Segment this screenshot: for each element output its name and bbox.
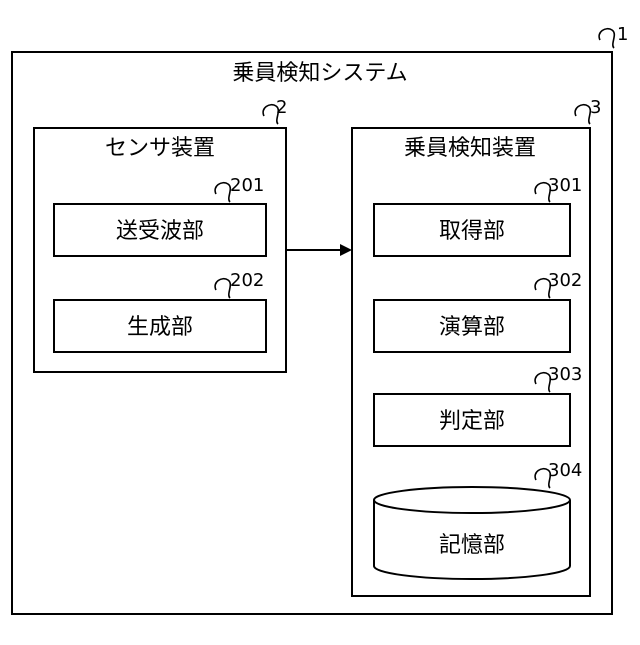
storage-unit-ref: 304	[548, 460, 582, 481]
acquisition-unit-ref: 301	[548, 175, 582, 196]
computation-unit-label: 演算部	[439, 315, 505, 340]
detection-device-title: 乗員検知装置	[404, 136, 536, 161]
generation-unit-ref: 202	[230, 270, 264, 291]
detection-device-ref: 3	[590, 97, 601, 118]
system-ref: 1	[617, 24, 628, 45]
acquisition-unit-label: 取得部	[439, 219, 505, 244]
determination-unit-ref: 303	[548, 364, 582, 385]
system-leader-line	[599, 29, 614, 48]
storage-unit-label: 記憶部	[439, 533, 505, 558]
transceiver-unit-label: 送受波部	[116, 219, 204, 244]
system-title: 乗員検知システム	[232, 61, 407, 86]
generation-unit-label: 生成部	[127, 315, 193, 340]
determination-unit-label: 判定部	[439, 409, 505, 434]
sensor-device-title: センサ装置	[105, 136, 215, 161]
transceiver-unit-ref: 201	[230, 175, 264, 196]
sensor-device-ref: 2	[276, 97, 287, 118]
computation-unit-ref: 302	[548, 270, 582, 291]
